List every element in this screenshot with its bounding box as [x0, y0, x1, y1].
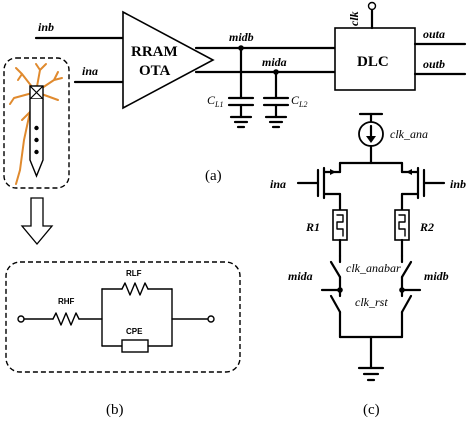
pmos-left — [296, 161, 342, 212]
capacitor-cl2 — [262, 70, 290, 129]
rhf-resistor — [52, 312, 80, 326]
clk-anabar-label: clk_anabar — [346, 261, 401, 275]
dlc-label: DLC — [357, 54, 389, 70]
ina-gate-label: ina — [270, 177, 286, 191]
caption-c: (c) — [363, 402, 380, 418]
ina-label: ina — [82, 64, 98, 78]
neuron-electrode-illustration — [3, 57, 70, 189]
panel-c: clk_ana ina inb — [270, 112, 466, 418]
inb-label: inb — [38, 20, 54, 34]
rram-r1 — [332, 209, 348, 258]
capacitor-cl1 — [227, 46, 255, 129]
rlf-label: RLF — [126, 269, 142, 278]
clk-ana-label: clk_ana — [390, 127, 428, 141]
r2-label: R2 — [419, 220, 434, 234]
left-terminal — [17, 315, 25, 323]
dlc-block — [334, 27, 416, 91]
mida-label: mida — [262, 55, 287, 69]
clk-label: clk — [347, 11, 361, 26]
midb-label: midb — [229, 30, 254, 44]
switch-clk-rst-right — [400, 288, 413, 339]
neuron-dashed-box — [3, 57, 70, 189]
mida-tap-label: mida — [288, 269, 313, 283]
r1-label: R1 — [305, 220, 320, 234]
panel-b: RHF RLF CPE (b) — [5, 261, 241, 418]
switch-clk-rst-left — [329, 288, 342, 339]
switch-clk-anabar-left — [329, 254, 342, 292]
outa-label: outa — [423, 27, 445, 41]
clk-rst-label: clk_rst — [355, 295, 388, 309]
equivalent-circuit-box — [5, 261, 241, 373]
switch-clk-anabar-right — [400, 254, 413, 292]
ota-triangle — [122, 10, 215, 110]
ota-label-ota: OTA — [139, 63, 171, 79]
outb-label: outb — [423, 57, 445, 71]
down-arrow-icon — [20, 197, 54, 246]
inb-gate-label: inb — [450, 177, 466, 191]
cl1-label: CL1 — [207, 93, 223, 109]
electrode-probe — [29, 85, 44, 178]
right-terminal — [207, 315, 215, 323]
pmos-right — [400, 161, 446, 212]
cpe-label: CPE — [126, 327, 143, 336]
caption-a: (a) — [205, 168, 222, 184]
midb-tap-label: midb — [424, 269, 449, 283]
ota-label-rram: RRAM — [131, 44, 178, 60]
rram-r2 — [394, 209, 410, 258]
rhf-label: RHF — [58, 297, 75, 306]
rlf-resistor — [121, 282, 149, 296]
ground-icon — [357, 366, 385, 382]
cl2-label: CL2 — [291, 93, 307, 109]
cpe-element — [121, 339, 149, 353]
clk-terminal — [367, 1, 377, 11]
panel-a: inb ina RRAM OTA midb mida CL1 — [34, 1, 467, 184]
caption-b: (b) — [106, 402, 124, 418]
